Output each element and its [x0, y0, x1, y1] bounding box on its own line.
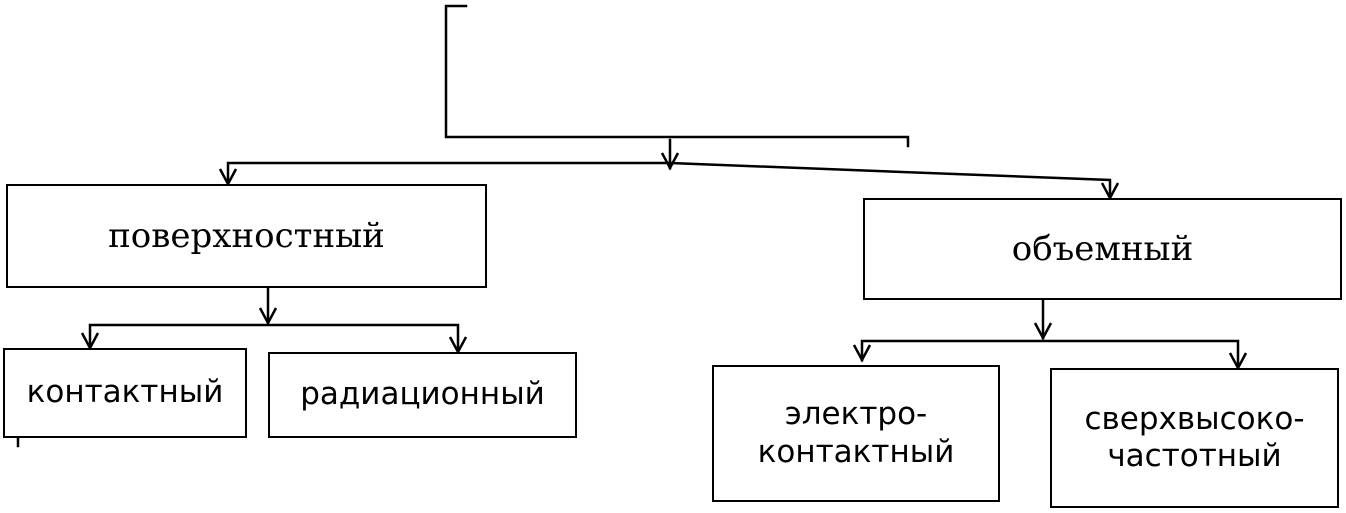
node-microwave: сверхвысоко- частотный	[1050, 368, 1339, 508]
surface-branch-line	[88, 323, 460, 354]
arrowhead-volume-down	[1033, 322, 1053, 341]
node-volume-label: объемный	[1011, 228, 1194, 269]
node-electrocontact-line2: контактный	[757, 433, 955, 470]
node-surface: поверхностный	[6, 184, 487, 288]
node-microwave-line1: сверхвысоко-	[1084, 400, 1305, 437]
node-contact: контактный	[3, 348, 247, 438]
node-surface-label: поверхностный	[108, 215, 385, 256]
node-microwave-line2: частотный	[1107, 438, 1282, 474]
arrowhead-root	[660, 152, 680, 171]
root-bracket	[444, 4, 910, 148]
volume-branch-line	[860, 339, 1240, 370]
node-radiation: радиационный	[268, 352, 577, 438]
node-electrocontact-line1: электро-	[784, 396, 928, 433]
node-electrocontact: электро- контактный	[712, 365, 1000, 502]
node-contact-label: контактный	[26, 374, 224, 411]
arrowhead-electrocontact	[852, 344, 872, 363]
arrowhead-surface-down	[258, 307, 278, 326]
node-volume: объемный	[863, 198, 1342, 300]
root-branch-line	[226, 161, 1112, 200]
node-radiation-label: радиационный	[300, 376, 545, 413]
